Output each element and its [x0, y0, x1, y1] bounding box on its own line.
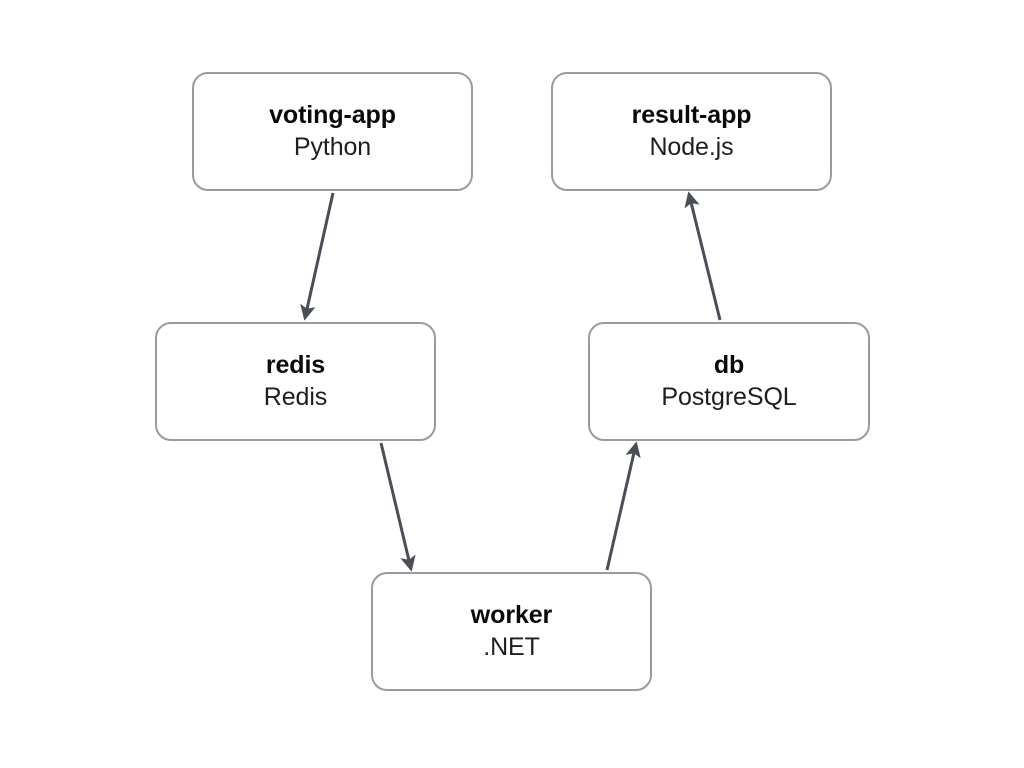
node-result-app[interactable]: result-app Node.js [551, 72, 832, 191]
node-db-subtitle: PostgreSQL [661, 383, 797, 411]
node-redis[interactable]: redis Redis [155, 322, 436, 441]
node-db-title: db [713, 350, 745, 379]
node-redis-title: redis [265, 350, 326, 379]
node-result-app-title: result-app [631, 100, 752, 129]
node-worker[interactable]: worker .NET [371, 572, 652, 691]
node-db[interactable]: db PostgreSQL [588, 322, 870, 441]
node-voting-app-subtitle: Python [293, 133, 372, 161]
node-voting-app-title: voting-app [269, 100, 396, 129]
node-result-app-subtitle: Node.js [649, 133, 734, 161]
node-voting-app[interactable]: voting-app Python [192, 72, 473, 191]
node-worker-subtitle: .NET [483, 633, 540, 661]
node-worker-title: worker [470, 600, 553, 629]
node-redis-subtitle: Redis [263, 383, 328, 411]
